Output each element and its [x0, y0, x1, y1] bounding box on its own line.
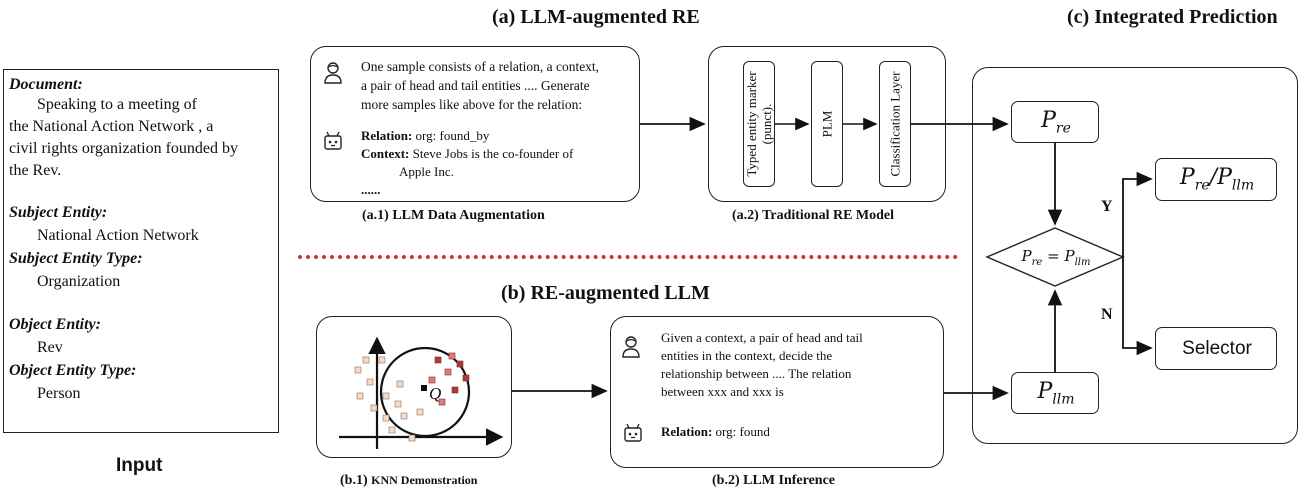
prompt-line: relationship between .... The relation — [661, 366, 852, 381]
user-icon — [621, 335, 641, 364]
relation-value: org: found — [715, 424, 770, 439]
caption-b1-prefix: (b.1) — [340, 473, 368, 488]
document-label: Document: — [9, 76, 83, 93]
prompt-line: a pair of head and tail entities .... Ge… — [361, 78, 590, 93]
llm-augmentation-box: One sample consists of a relation, a con… — [310, 46, 640, 202]
p-llm-box: Pllm — [1011, 372, 1099, 414]
context-value: Steve Jobs is the co-founder of — [412, 146, 574, 161]
caption-a1: (a.1) LLM Data Augmentation — [362, 208, 545, 223]
traditional-re-box: Typed entity marker(punct). PLM Classifi… — [708, 46, 946, 202]
prompt-line: One sample consists of a relation, a con… — [361, 59, 600, 74]
prompt-line: entities in the context, decide the — [661, 348, 833, 363]
p-re-box: Pre — [1011, 101, 1099, 143]
section-a-title: (a) LLM-augmented RE — [492, 6, 700, 28]
caption-a2: (a.2) Traditional RE Model — [732, 208, 895, 223]
p-re-subscript: re — [1055, 120, 1071, 137]
caption-b1-rest: KNN Demonstration — [371, 473, 478, 487]
subject-entity-value: National Action Network — [37, 227, 199, 244]
document-line: the National Action Network , a — [9, 118, 214, 135]
caption-b2: (b.2) LLM Inference — [712, 473, 835, 488]
p-llm-subscript: llm — [1052, 391, 1075, 408]
subject-entity-type-value: Organization — [37, 273, 121, 290]
decision-diamond — [985, 227, 1125, 287]
knn-scatter-plot — [339, 336, 504, 449]
entity-marker-block: Typed entity marker(punct). — [743, 61, 775, 187]
dotted-divider — [298, 255, 958, 259]
ellipsis: ...... — [361, 182, 381, 197]
document-line: the Rev. — [9, 162, 62, 179]
classification-layer-label: Classification Layer — [887, 71, 903, 177]
object-entity-value: Rev — [37, 339, 63, 356]
section-c-title: (c) Integrated Prediction — [1067, 6, 1278, 28]
knn-demonstration-box: Q — [316, 316, 512, 458]
result-yes-box: Pre/Pllm — [1155, 158, 1277, 201]
relation-value: org: found_by — [415, 128, 490, 143]
context-label: Context: — [361, 146, 410, 161]
plm-label: PLM — [819, 110, 835, 138]
prompt-line: Given a context, a pair of head and tail — [661, 330, 863, 345]
object-entity-label: Object Entity: — [9, 316, 101, 333]
selector-label: Selector — [1182, 338, 1252, 359]
subject-entity-type-label: Subject Entity Type: — [9, 250, 143, 267]
caption-b1: (b.1) KNN Demonstration — [340, 473, 477, 489]
prompt-line: between xxx and xxx is — [661, 384, 784, 399]
yes-label: Y — [1101, 198, 1113, 215]
prompt-line: more samples like above for the relation… — [361, 97, 583, 112]
plm-block: PLM — [811, 61, 843, 187]
robot-icon — [323, 131, 343, 156]
no-label: N — [1101, 306, 1113, 323]
p-llm-symbol: P — [1037, 379, 1053, 404]
section-b-title: (b) RE-augmented LLM — [501, 282, 710, 304]
relation-label: Relation: — [661, 424, 713, 439]
query-label: Q — [429, 384, 442, 403]
document-line: civil rights organization founded by — [9, 140, 238, 157]
llm-inference-box: Given a context, a pair of head and tail… — [610, 316, 944, 468]
user-icon — [323, 61, 343, 90]
relation-label: Relation: — [361, 128, 413, 143]
entity-marker-label: Typed entity marker(punct). — [744, 71, 774, 177]
subject-entity-label: Subject Entity: — [9, 204, 108, 221]
context-value: Apple Inc. — [399, 164, 454, 179]
document-line: Speaking to a meeting of — [37, 96, 197, 113]
object-entity-type-value: Person — [37, 385, 81, 402]
object-entity-type-label: Object Entity Type: — [9, 362, 137, 379]
input-caption: Input — [116, 455, 163, 476]
decision-condition: Pre = Pllm — [1021, 247, 1091, 268]
input-panel: Document: Speaking to a meeting of the N… — [3, 69, 279, 433]
robot-icon — [623, 423, 643, 448]
p-re-symbol: P — [1041, 108, 1056, 133]
classification-layer-block: Classification Layer — [879, 61, 911, 187]
selector-box: Selector — [1155, 327, 1277, 370]
